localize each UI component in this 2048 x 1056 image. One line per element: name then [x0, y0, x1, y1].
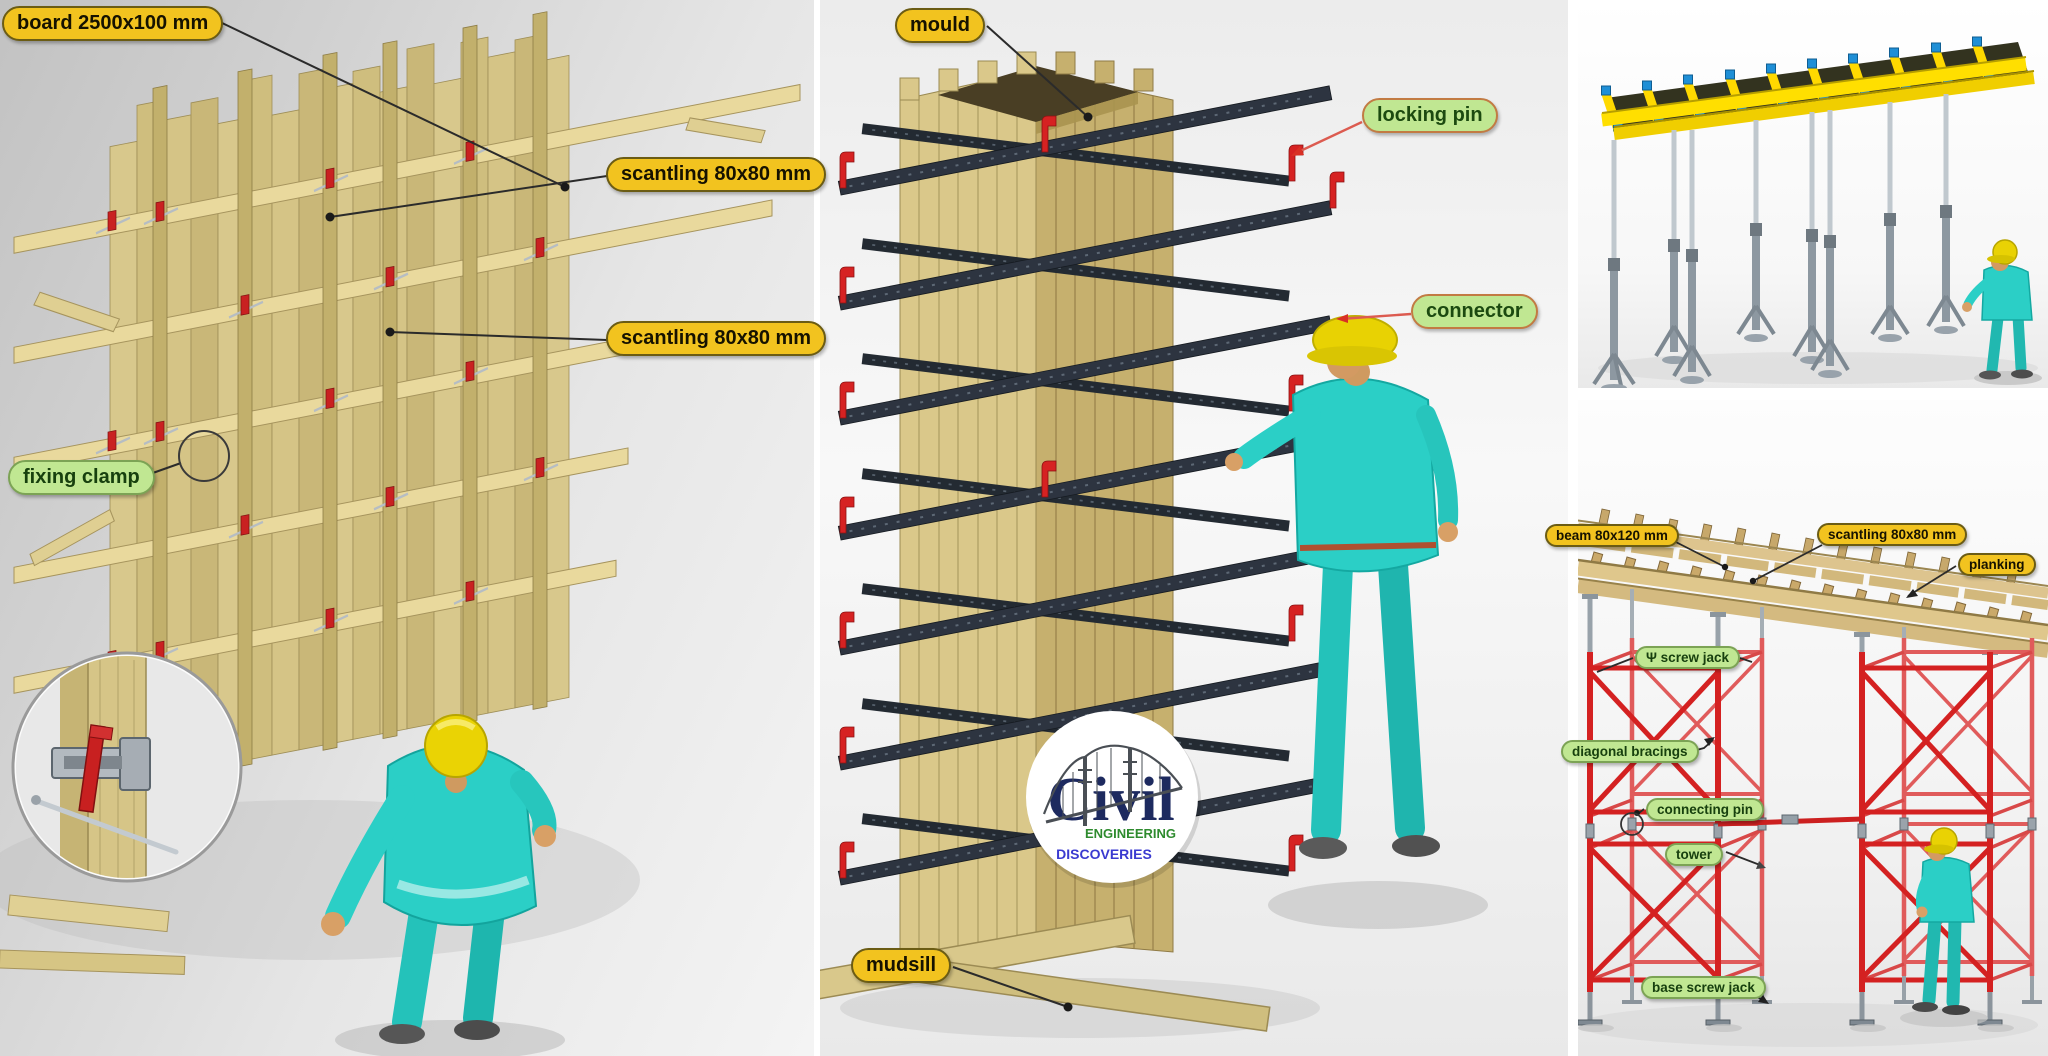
label-mould: mould: [895, 8, 985, 43]
label-connecting-pin: connecting pin: [1646, 798, 1764, 821]
label-base-screw-jack: base screw jack: [1641, 976, 1766, 999]
table-formwork-illustration: [1592, 36, 2042, 388]
worker-top-right: [1962, 239, 2042, 385]
label-scantling-top: scantling 80x80 mm: [606, 157, 827, 192]
label-locking-pin: locking pin: [1362, 98, 1498, 133]
label-screw-jack: Ψ screw jack: [1635, 646, 1740, 669]
label-scantling-right: scantling 80x80 mm: [1817, 523, 1968, 546]
label-scantling-mid: scantling 80x80 mm: [606, 321, 827, 356]
helmet: [424, 714, 488, 778]
civil-engineering-discoveries-logo: Civil ENGINEERING DISCOVERIES: [1026, 711, 1201, 888]
label-diagonal-bracings: diagonal bracings: [1561, 740, 1699, 763]
label-connector: connector: [1411, 294, 1538, 329]
label-board: board 2500x100 mm: [2, 6, 224, 41]
worker-middle: [1225, 315, 1488, 929]
label-beam: beam 80x120 mm: [1545, 524, 1679, 547]
table-formwork-panel: [1578, 0, 2048, 388]
logo-subtitle-engineering: ENGINEERING: [1085, 826, 1176, 841]
shoring-props: [1592, 94, 1966, 388]
scaffolding-panel: [1578, 400, 2048, 1056]
label-tower: tower: [1665, 843, 1724, 866]
base-jacks: [1578, 976, 2042, 1032]
label-mudsill: mudsill: [851, 948, 952, 983]
clamp-detail-inset: [11, 651, 243, 883]
scaffolding-illustration: [1578, 508, 2048, 1047]
wall-formwork-illustration: [0, 11, 801, 1056]
label-fixing-clamp: fixing clamp: [8, 460, 155, 495]
table-joists: [1601, 36, 2035, 140]
coupler: [1781, 814, 1799, 825]
worker-bottom-right: [1900, 827, 1988, 1027]
label-planking: planking: [1958, 553, 2036, 576]
column-mould-illustration: Civil ENGINEERING DISCOVERIES: [820, 51, 1488, 1038]
column-mould-panel: Civil ENGINEERING DISCOVERIES: [820, 0, 1568, 1056]
logo-subtitle-discoveries: DISCOVERIES: [1056, 846, 1152, 862]
worker-left: [321, 714, 565, 1056]
bridge-icon: [1042, 744, 1183, 826]
